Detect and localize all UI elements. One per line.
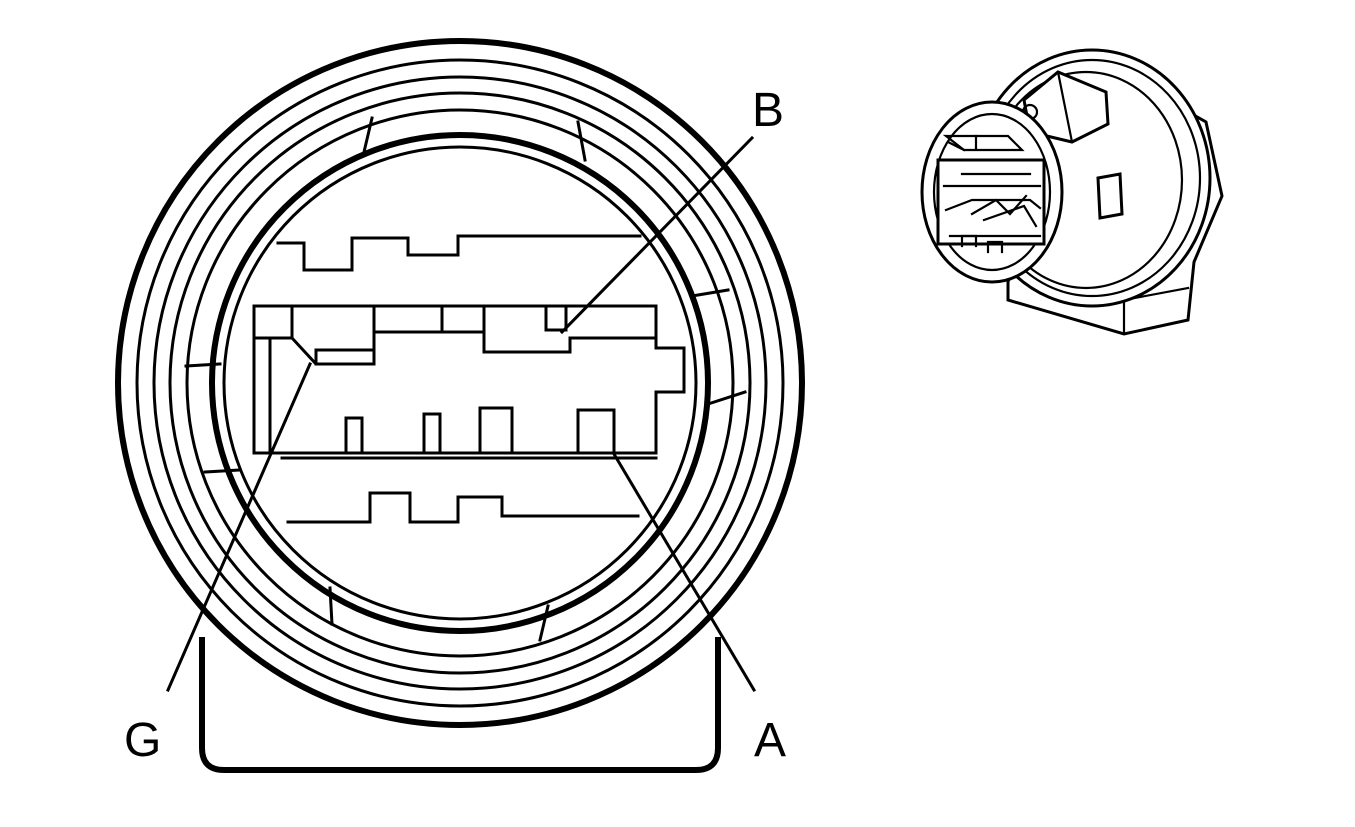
inner-lip bbox=[222, 145, 698, 621]
leader-line-g bbox=[166, 362, 312, 692]
upper-key-segment bbox=[276, 234, 642, 272]
inner-ring bbox=[209, 132, 711, 634]
label-g: G bbox=[124, 714, 161, 767]
outer-ring bbox=[115, 38, 805, 728]
label-b: B bbox=[752, 84, 784, 137]
lower-key-segment bbox=[286, 491, 640, 524]
terminal-cavity-block bbox=[252, 304, 686, 460]
connector-isometric-view bbox=[920, 48, 1224, 336]
label-a: A bbox=[754, 714, 786, 767]
leader-line-a bbox=[611, 451, 757, 693]
connector-base bbox=[199, 637, 721, 773]
ring-4 bbox=[168, 91, 752, 675]
ring-5 bbox=[185, 108, 735, 658]
iso-side-latch bbox=[1096, 172, 1124, 220]
ring-2 bbox=[135, 58, 785, 708]
connector-face-view: B G A bbox=[115, 38, 805, 773]
ring-ribs bbox=[184, 116, 747, 642]
leader-line-b bbox=[559, 135, 755, 335]
ring-3 bbox=[152, 75, 768, 691]
